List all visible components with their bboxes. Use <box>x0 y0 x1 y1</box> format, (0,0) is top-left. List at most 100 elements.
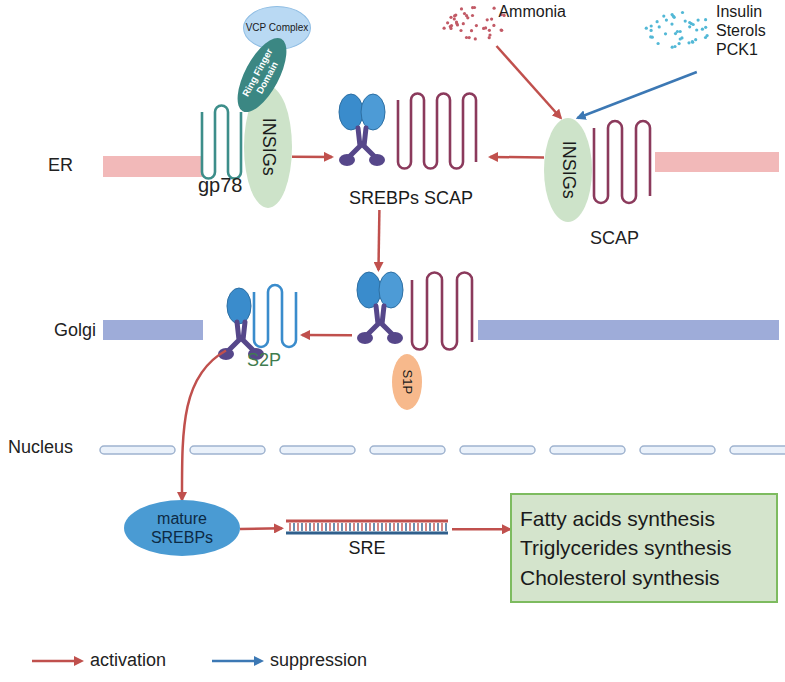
dna-rung <box>353 523 354 531</box>
legend-text: suppression <box>270 650 367 671</box>
dna-rung <box>313 523 314 531</box>
srebp-domain <box>387 332 403 344</box>
molecule-dot <box>651 36 654 39</box>
molecule-dot <box>695 28 698 31</box>
dna-rung <box>385 523 386 531</box>
molecule-dot <box>650 29 653 32</box>
node-text: SREBPs SCAP <box>349 188 473 210</box>
dna-rung <box>389 523 390 531</box>
node-text: Ammonia <box>498 2 566 21</box>
nuclear-envelope <box>640 446 715 454</box>
molecule-dot <box>658 25 661 28</box>
molecule-dot <box>492 24 495 27</box>
srebp-domain <box>369 154 385 166</box>
transmembrane-helix <box>202 106 241 179</box>
molecule-dot <box>691 40 694 43</box>
dna-rung <box>289 523 290 531</box>
activation-arrow <box>292 156 332 159</box>
er-membrane <box>103 156 203 177</box>
dna-rung <box>421 523 422 531</box>
molecule-dot <box>490 18 493 21</box>
molecule-dot <box>681 11 684 14</box>
srebp-domain <box>339 94 363 130</box>
molecule-dot <box>488 33 491 36</box>
region-label: Golgi <box>54 320 96 341</box>
node-text: VCP Complex <box>246 22 309 34</box>
node-text: SRE <box>348 538 385 560</box>
protein-complex: Ammonia <box>438 0 568 46</box>
molecule-dot <box>454 14 457 17</box>
dna-rung <box>329 523 330 531</box>
molecule-dot <box>662 15 665 18</box>
molecule-dot <box>475 24 478 27</box>
molecule-dot <box>459 29 462 32</box>
dna-rung <box>393 523 394 531</box>
molecule-dot <box>691 41 694 44</box>
dna-rung <box>317 523 318 531</box>
nuclear-envelope <box>190 446 265 454</box>
molecule-dot <box>471 6 474 9</box>
molecule-dot <box>679 30 682 33</box>
molecule-dot <box>493 7 496 10</box>
dna-rung <box>293 523 294 531</box>
transmembrane-helix <box>398 94 476 169</box>
golgi-membrane <box>103 320 203 340</box>
molecule-dot <box>462 22 465 25</box>
node-text: Cholesterol synthesis <box>520 565 720 590</box>
dna-rung <box>345 523 346 531</box>
dna-rung <box>397 523 398 531</box>
dna-rung <box>413 523 414 531</box>
activation-arrow <box>302 334 352 337</box>
molecule-dot <box>706 34 709 37</box>
node-text: Fatty acids synthesis <box>520 506 715 531</box>
molecule-dot <box>684 20 687 23</box>
protein-complex: S2P <box>226 286 302 372</box>
dna-rung <box>305 523 306 531</box>
nuclear-envelope <box>100 446 175 454</box>
activation-arrow <box>240 527 282 530</box>
dna-strand <box>286 521 448 533</box>
molecule-dot <box>673 45 676 48</box>
dna-rung <box>297 523 298 531</box>
srebp-domain <box>227 288 251 324</box>
molecule-dot <box>687 41 690 44</box>
molecule-dot <box>486 18 489 21</box>
node-text: INSIGs <box>557 141 579 199</box>
molecule-dot <box>500 29 503 32</box>
srebp-domain <box>379 272 403 308</box>
protein-ellipse: mature SREBPs <box>124 500 240 556</box>
nuclear-envelope <box>370 446 445 454</box>
molecule-dot <box>443 27 446 30</box>
molecule-dot <box>701 28 704 31</box>
node-text: S2P <box>247 350 281 372</box>
node-text: Insulin Sterols PCK1 <box>716 2 778 60</box>
srebp-domain <box>357 272 381 308</box>
protein-complex: Insulin Sterols PCK1 <box>640 0 782 72</box>
nuclear-envelope <box>280 446 355 454</box>
molecule-dot <box>664 32 667 35</box>
molecule-dot <box>468 36 471 39</box>
srebp-stalk <box>227 322 255 352</box>
result-box: Fatty acids synthesisTriglycerides synth… <box>510 493 778 603</box>
molecule-dot <box>656 20 659 23</box>
dna-rung <box>349 523 350 531</box>
srebp-domain <box>361 94 385 130</box>
molecule-dot <box>449 16 452 19</box>
molecule-dot <box>645 27 648 30</box>
molecule-dot <box>460 7 463 10</box>
dna-rung <box>429 523 430 531</box>
molecule-dot <box>697 19 700 22</box>
molecule-dot <box>671 46 674 49</box>
protein-complex: S1P <box>352 270 478 412</box>
nuclear-envelope <box>460 446 535 454</box>
er-membrane <box>655 152 779 172</box>
molecule-dot <box>674 32 677 35</box>
s1p-ellipse: S1P <box>392 354 422 410</box>
dna-rung <box>445 523 446 531</box>
molecule-dot <box>694 38 697 41</box>
srebp-domain <box>357 332 373 344</box>
molecule-dot <box>455 22 458 25</box>
dna-rung <box>333 523 334 531</box>
dna-rung <box>381 523 382 531</box>
activation-arrow <box>497 46 561 118</box>
